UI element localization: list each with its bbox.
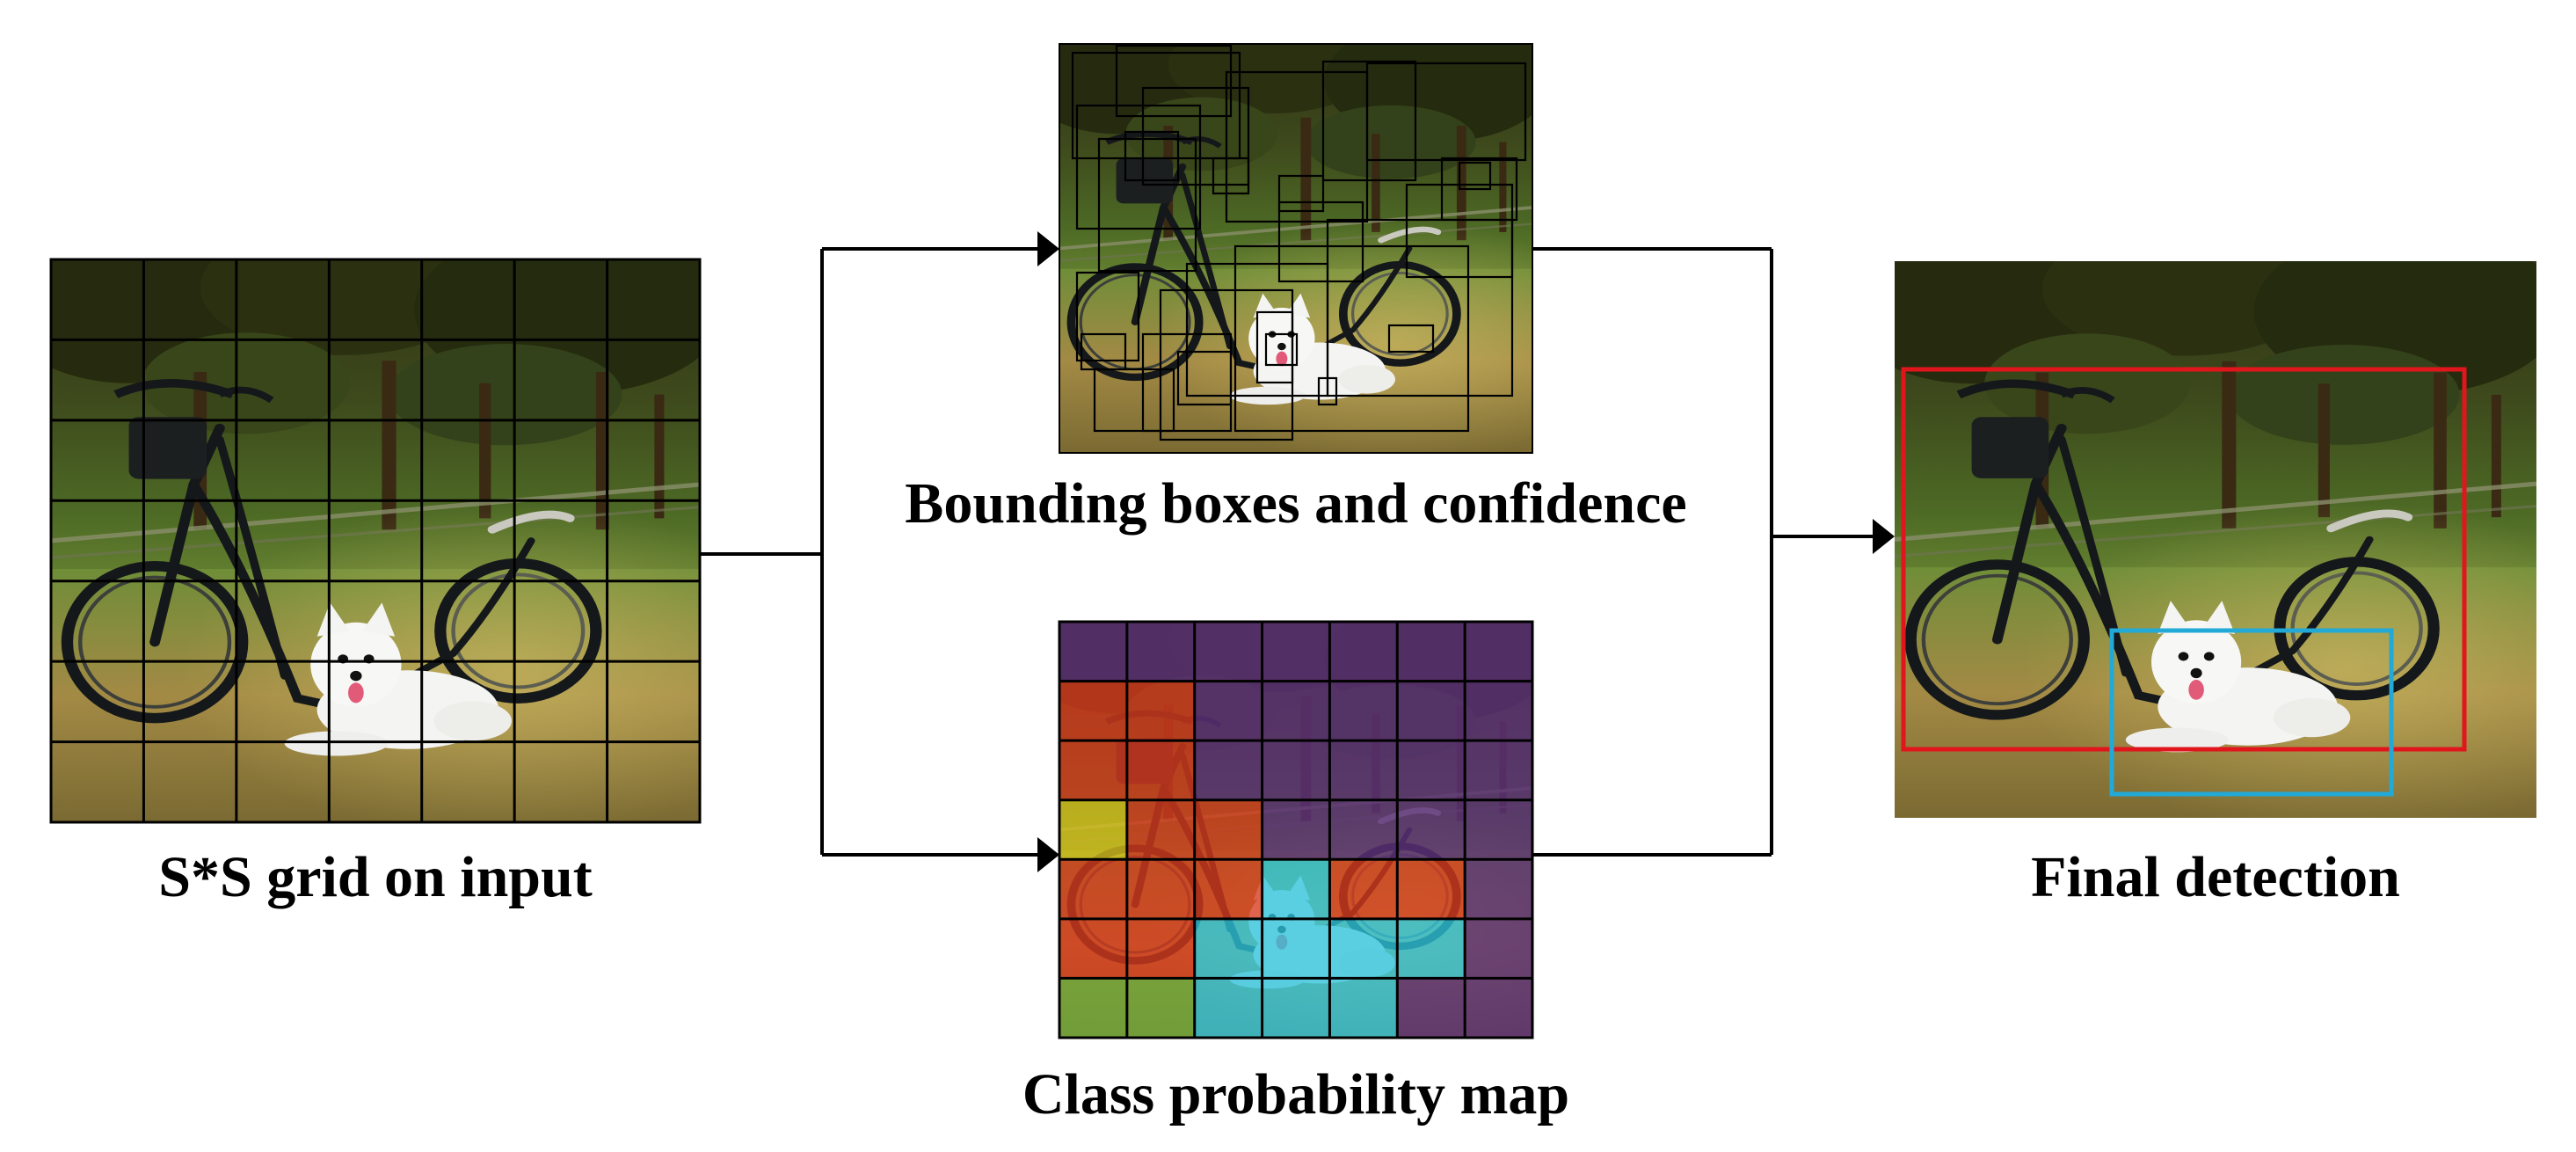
class-cell-red — [1194, 799, 1263, 860]
class-cell-cyan — [1397, 918, 1466, 979]
class-cell-purple — [1329, 740, 1398, 800]
class-cell-purple — [1465, 681, 1532, 741]
class-cell-cyan — [1329, 978, 1398, 1038]
class-cell-purple — [1329, 622, 1398, 682]
arrow-to-final-detection — [1873, 519, 1895, 554]
class-cell-purple — [1329, 799, 1398, 860]
class-cell-cyan — [1262, 978, 1330, 1038]
class-cell-purple — [1262, 799, 1330, 860]
caption-grid-input: S*S grid on input — [158, 845, 593, 909]
class-cell-red — [1059, 681, 1127, 741]
input-grid-lines — [51, 259, 700, 822]
class-cell-purple — [1059, 622, 1127, 682]
class-cell-red — [1059, 740, 1127, 800]
class-cell-red — [1126, 918, 1195, 979]
class-cell-purple — [1465, 978, 1532, 1038]
candidate-boxes — [1071, 44, 1527, 441]
class-probability-panel — [1058, 620, 1534, 1039]
class-cell-purple — [1465, 740, 1532, 800]
class-cell-cyan — [1194, 918, 1263, 979]
class-cell-red — [1194, 859, 1263, 919]
class-probability-grid-lines — [1059, 622, 1532, 1038]
caption-final-detection: Final detection — [2031, 845, 2400, 909]
class-cell-cyan — [1329, 918, 1398, 979]
class-cell-green — [1126, 978, 1195, 1038]
class-cell-red — [1397, 859, 1466, 919]
class-cell-purple — [1397, 681, 1466, 741]
class-cell-purple — [1194, 622, 1263, 682]
class-cell-purple — [1262, 622, 1330, 682]
arrow-to-bounding-boxes — [1037, 231, 1059, 266]
bounding-boxes-panel — [1022, 15, 1552, 454]
class-cell-cyan — [1262, 859, 1330, 919]
class-cell-purple — [1262, 681, 1330, 741]
class-cell-purple — [1397, 622, 1466, 682]
final-detection-photo — [1844, 222, 2563, 818]
class-cell-purple — [1465, 859, 1532, 919]
caption-bounding-boxes: Bounding boxes and confidence — [905, 471, 1687, 536]
class-cell-red — [1059, 859, 1127, 919]
arrow-to-class-map — [1037, 837, 1059, 872]
class-cell-purple — [1262, 740, 1330, 800]
class-cell-cyan — [1262, 918, 1330, 979]
class-cell-purple — [1397, 978, 1466, 1038]
class-cell-yellow — [1059, 799, 1127, 860]
class-cell-red — [1329, 859, 1398, 919]
class-cell-purple — [1126, 622, 1195, 682]
class-cell-red — [1126, 799, 1195, 860]
grid-input-panel — [0, 220, 726, 824]
class-cell-red — [1059, 918, 1127, 979]
class-cell-purple — [1465, 622, 1532, 682]
detection-box-dog — [2109, 628, 2394, 797]
class-cell-red — [1126, 740, 1195, 800]
class-probability-cells — [1059, 622, 1532, 1038]
class-cell-red — [1126, 859, 1195, 919]
class-cell-purple — [1329, 681, 1398, 741]
grid-input-photo — [0, 220, 726, 822]
bounding-boxes-photo — [1022, 15, 1552, 453]
class-cell-purple — [1465, 918, 1532, 979]
caption-class-map: Class probability map — [1022, 1062, 1570, 1126]
class-cell-purple — [1397, 740, 1466, 800]
class-cell-green — [1059, 978, 1127, 1038]
detection-box-bicycle — [1901, 367, 2467, 752]
class-cell-purple — [1397, 799, 1466, 860]
class-cell-purple — [1194, 740, 1263, 800]
class-cell-purple — [1465, 799, 1532, 860]
class-cell-cyan — [1194, 978, 1263, 1038]
final-detection-panel — [1844, 222, 2563, 818]
class-cell-red — [1126, 681, 1195, 741]
connectors — [700, 247, 1873, 857]
class-cell-purple — [1194, 681, 1263, 741]
